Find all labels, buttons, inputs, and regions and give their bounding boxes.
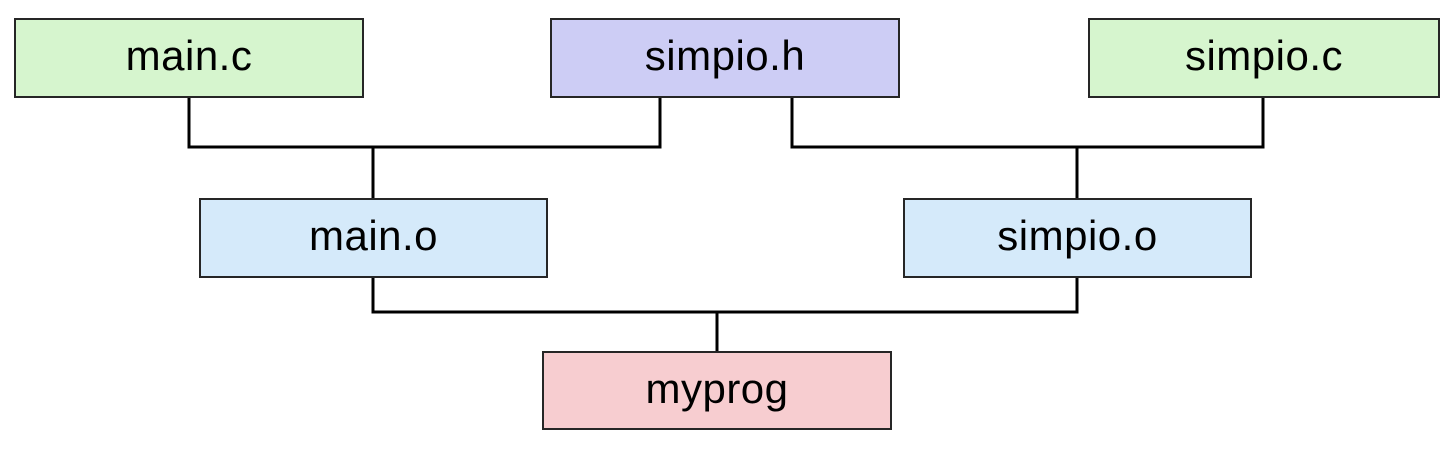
edge-group-to-simpio-o	[790, 98, 1265, 198]
node-simpio-o: simpio.o	[903, 198, 1252, 278]
node-myprog-label: myprog	[645, 364, 789, 412]
node-simpio-h: simpio.h	[550, 18, 900, 98]
node-main-o: main.o	[199, 198, 548, 278]
node-myprog: myprog	[542, 351, 892, 430]
node-simpio-c: simpio.c	[1088, 18, 1440, 98]
edge-group-to-main-o	[187, 98, 662, 198]
node-simpio-o-label: simpio.o	[997, 212, 1158, 259]
edge-group-to-myprog	[371, 278, 1079, 351]
node-main-c-label: main.c	[125, 32, 253, 79]
node-main-o-label: main.o	[308, 212, 439, 259]
node-main-c: main.c	[14, 18, 364, 98]
node-simpio-h-label: simpio.h	[644, 32, 806, 79]
node-simpio-c-label: simpio.c	[1184, 32, 1344, 79]
